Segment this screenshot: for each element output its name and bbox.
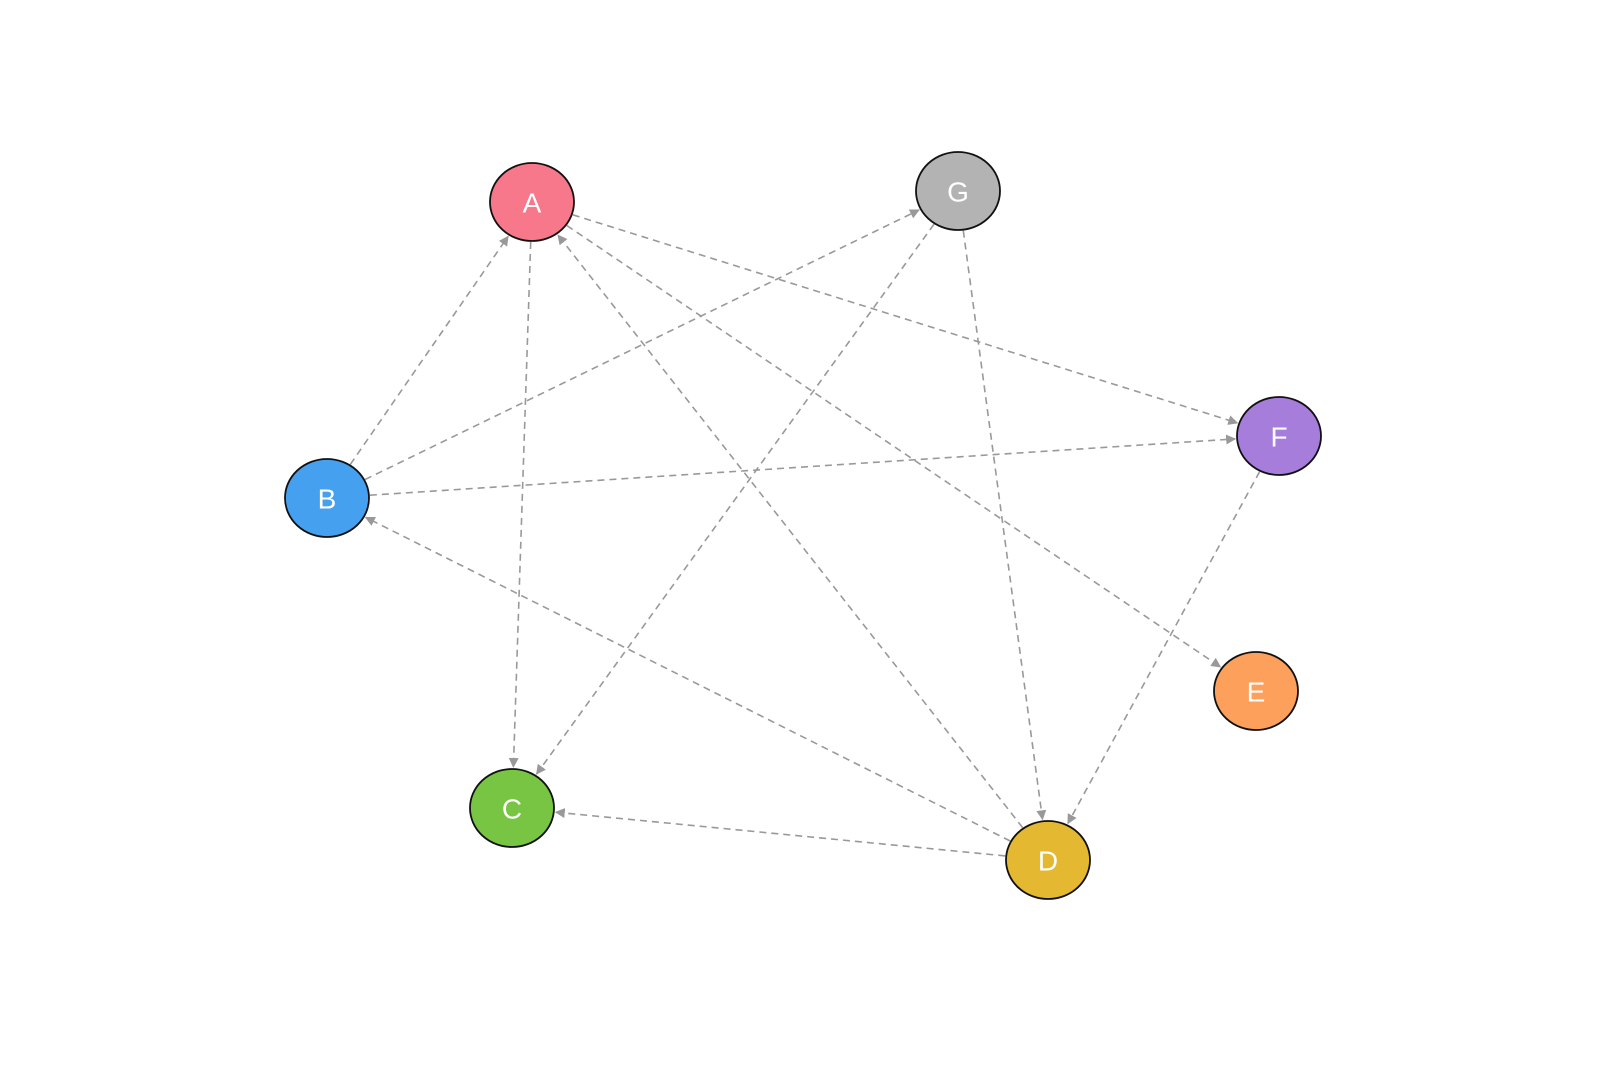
edge-g-to-d — [962, 230, 1047, 821]
node-circle-b — [284, 458, 370, 538]
edge-a-to-c — [508, 241, 532, 768]
node-label-b: B — [318, 484, 337, 515]
node-circle-e — [1213, 651, 1299, 731]
node-g: G — [915, 151, 1001, 231]
node-b: B — [284, 458, 370, 538]
node-label-e: E — [1247, 677, 1266, 708]
edge-d-to-a — [557, 234, 1024, 829]
node-f: F — [1236, 396, 1322, 476]
edge-a-to-f — [572, 214, 1239, 425]
node-label-d: D — [1038, 846, 1058, 877]
node-c: C — [469, 768, 555, 848]
edge-b-to-a — [349, 235, 509, 465]
node-label-g: G — [947, 177, 969, 208]
node-label-f: F — [1270, 422, 1287, 453]
node-e: E — [1213, 651, 1299, 731]
node-circle-a — [489, 162, 575, 242]
edge-b-to-f — [369, 434, 1237, 496]
node-circle-f — [1236, 396, 1322, 476]
edges-layer — [349, 209, 1261, 857]
node-a: A — [489, 162, 575, 242]
edge-f-to-d — [1067, 471, 1261, 825]
node-label-a: A — [523, 188, 542, 219]
node-d: D — [1005, 820, 1091, 900]
edge-d-to-c — [554, 808, 1006, 857]
edge-b-to-g — [364, 209, 920, 481]
nodes-layer: A B C D E F G — [284, 151, 1322, 900]
edge-d-to-b — [364, 516, 1011, 842]
node-label-c: C — [502, 794, 522, 825]
edge-a-to-e — [566, 224, 1222, 668]
node-circle-d — [1005, 820, 1091, 900]
node-circle-c — [469, 768, 555, 848]
node-circle-g — [915, 151, 1001, 231]
edge-g-to-c — [535, 223, 935, 775]
